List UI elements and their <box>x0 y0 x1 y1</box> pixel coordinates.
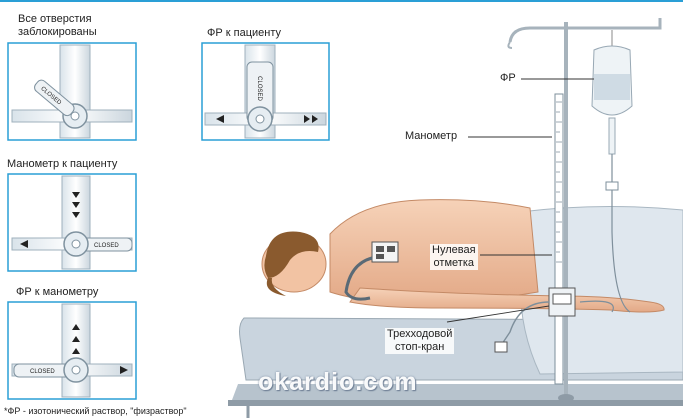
manometer <box>555 94 563 384</box>
callout-saline: ФР <box>500 72 516 85</box>
panel-all-closed <box>8 43 136 140</box>
panel-title-manometer-to-patient: Манометр к пациенту <box>7 158 117 171</box>
panel-manometer-to-patient <box>8 174 136 271</box>
callout-stopcock: Трехходовой стоп-кран <box>385 328 454 354</box>
stopcock-label-4: CLOSED <box>30 366 55 379</box>
stopcock-label-3: CLOSED <box>94 240 119 253</box>
callout-manometer: Манометр <box>405 130 457 143</box>
panel-saline-to-patient <box>202 43 329 140</box>
bed-sheet <box>520 206 683 374</box>
stopcock-label-2: CLOSED <box>252 76 265 101</box>
panel-title-all-closed: Все отверстия заблокированы <box>18 13 97 39</box>
panel-title-saline-to-patient: ФР к пациенту <box>207 27 281 40</box>
footnote: *ФР - изотонический раствор, "физраствор… <box>4 406 187 416</box>
panel-saline-to-manometer <box>8 302 136 399</box>
callout-zero-mark: Нулевая отметка <box>430 244 478 270</box>
panel-title-saline-to-manometer: ФР к манометру <box>16 286 98 299</box>
watermark-logo: okardio.com <box>258 368 418 397</box>
